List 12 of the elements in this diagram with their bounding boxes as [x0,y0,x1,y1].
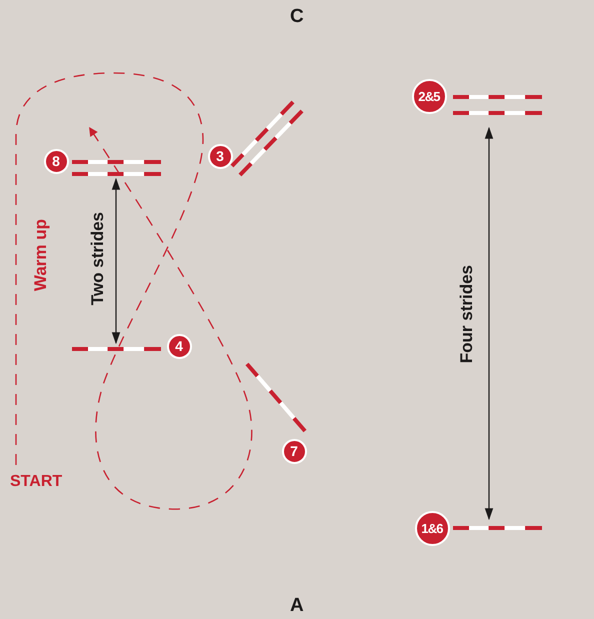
arena-letter: C [290,6,304,26]
fence-number: 2&5 [412,78,446,114]
fence-number: 7 [282,438,306,464]
start-label: START [10,474,62,490]
fence-number: 1&6 [414,510,450,546]
arena-letter: A [290,596,304,614]
fence-number: 8 [44,148,68,174]
stride-count-label: Four strides [458,265,474,364]
fence-number: 4 [166,334,192,358]
stride-count-label: Two strides [88,212,106,305]
fence-number: 3 [208,144,232,168]
warm-up-label: Warm up [32,219,48,292]
